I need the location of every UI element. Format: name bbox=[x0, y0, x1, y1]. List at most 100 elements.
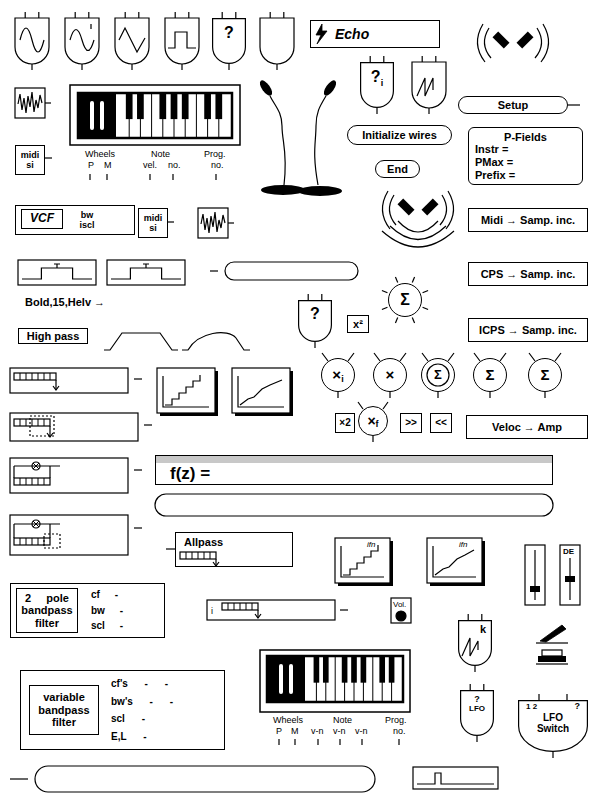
gate-shape bbox=[299, 301, 332, 342]
shift-box: >> bbox=[400, 413, 422, 433]
black-key bbox=[204, 93, 211, 119]
pulse-box bbox=[107, 260, 185, 285]
node-text: Allpass bbox=[184, 536, 223, 549]
black-key bbox=[182, 93, 189, 119]
lfo-switch-gate: 1 2?LFO Switch bbox=[518, 700, 588, 752]
pulse-wave bbox=[417, 773, 494, 784]
highpass-curve bbox=[104, 333, 178, 350]
midi-box: midi si bbox=[138, 208, 168, 238]
wire-stub bbox=[568, 104, 580, 105]
gate-outline bbox=[115, 18, 149, 64]
node-text: ? bbox=[310, 305, 320, 323]
slider-knob bbox=[565, 576, 575, 582]
microphone-head bbox=[322, 78, 339, 97]
output-stub bbox=[149, 174, 150, 180]
white-key-line bbox=[151, 93, 152, 138]
palette-label: Wheels bbox=[273, 716, 303, 725]
lowpass-curve bbox=[182, 333, 250, 350]
icon-box bbox=[335, 538, 390, 583]
gate-shape bbox=[459, 621, 492, 666]
double-box: ×2 bbox=[335, 413, 355, 433]
pedal-base bbox=[536, 642, 568, 643]
cell-divider bbox=[228, 603, 229, 610]
comb-box bbox=[10, 515, 128, 555]
node-text: × bbox=[332, 366, 341, 383]
sound-arc bbox=[484, 28, 491, 58]
cell-divider bbox=[38, 478, 39, 485]
cell-divider bbox=[198, 552, 199, 559]
node-text: LFO bbox=[469, 704, 485, 713]
node-text: Initialize wires bbox=[362, 129, 437, 142]
node-text: f bbox=[376, 419, 379, 429]
cell-divider bbox=[44, 419, 45, 426]
cell-divider bbox=[26, 419, 27, 426]
palette-label: P bbox=[276, 727, 282, 736]
node-text: E,L - bbox=[111, 731, 146, 743]
palette-label: Wheels bbox=[85, 150, 115, 159]
black-key bbox=[323, 656, 329, 683]
node-text: bw - bbox=[91, 605, 123, 617]
palette-label: DE bbox=[563, 548, 574, 556]
gate-stubs bbox=[308, 294, 322, 348]
black-key bbox=[342, 656, 348, 683]
node-text: Σ bbox=[485, 366, 494, 383]
bandpass-label-box: 2 pole bandpass filter bbox=[16, 588, 78, 633]
cell-divider bbox=[26, 373, 27, 380]
sum-circle: Σ bbox=[388, 283, 422, 317]
wire-stub bbox=[144, 424, 152, 425]
speaker-cone bbox=[422, 199, 439, 216]
sound-arc bbox=[382, 231, 454, 247]
palette-label: no. bbox=[393, 727, 406, 736]
white-key-line bbox=[372, 656, 373, 702]
stair-graph bbox=[343, 545, 378, 575]
cell-divider bbox=[38, 419, 39, 426]
wheel-area bbox=[267, 656, 305, 702]
slider-box bbox=[560, 545, 580, 605]
ray-line bbox=[412, 318, 414, 324]
node-text: Σ bbox=[540, 366, 549, 383]
slider-knob bbox=[530, 586, 540, 592]
gate-shape bbox=[213, 19, 246, 64]
highpass-box: High pass bbox=[18, 328, 88, 344]
sound-arc bbox=[440, 195, 447, 225]
microphone-stand bbox=[270, 96, 285, 185]
gate-outline bbox=[412, 62, 446, 108]
icon-box bbox=[157, 368, 215, 413]
node-text: P-Fields bbox=[504, 131, 547, 144]
keyboard-frame bbox=[267, 656, 403, 702]
node-text: i bbox=[381, 78, 384, 88]
node-text: LFO Switch bbox=[531, 712, 575, 735]
cell-divider bbox=[26, 478, 27, 485]
bandpass-label-box: variable bandpass filter bbox=[29, 685, 99, 735]
node-text: << bbox=[435, 417, 447, 429]
sustain-pedal bbox=[540, 625, 566, 642]
node-text: VCF bbox=[30, 212, 54, 226]
conversion-box: Veloc → Amp bbox=[466, 415, 588, 439]
midi-box: midi si bbox=[15, 145, 45, 175]
node-text: × bbox=[386, 366, 395, 383]
cell-divider bbox=[252, 603, 253, 610]
tap-line bbox=[14, 466, 50, 478]
rounded-band bbox=[225, 262, 358, 280]
wire-stub bbox=[10, 778, 28, 779]
delay-cells bbox=[14, 419, 50, 426]
speaker-cone bbox=[517, 32, 534, 49]
stair-graph bbox=[165, 375, 200, 405]
palette-label: no. bbox=[168, 161, 181, 170]
square-wave bbox=[168, 32, 196, 48]
cell-divider bbox=[44, 373, 45, 380]
node-text: cf - bbox=[91, 589, 118, 601]
end-button: End bbox=[375, 160, 420, 178]
sum-circle: Σ bbox=[528, 358, 562, 392]
node-text: scl - bbox=[91, 620, 123, 632]
palette-label: v-n bbox=[311, 727, 324, 736]
pulse-wave bbox=[22, 268, 92, 279]
multiply-circle: ×i bbox=[321, 358, 355, 392]
black-key bbox=[351, 656, 357, 683]
sound-arc bbox=[446, 191, 454, 229]
microphone-base bbox=[298, 186, 342, 196]
sound-arc bbox=[389, 195, 396, 225]
saw-wave bbox=[462, 638, 478, 656]
rounded-band bbox=[155, 494, 553, 516]
